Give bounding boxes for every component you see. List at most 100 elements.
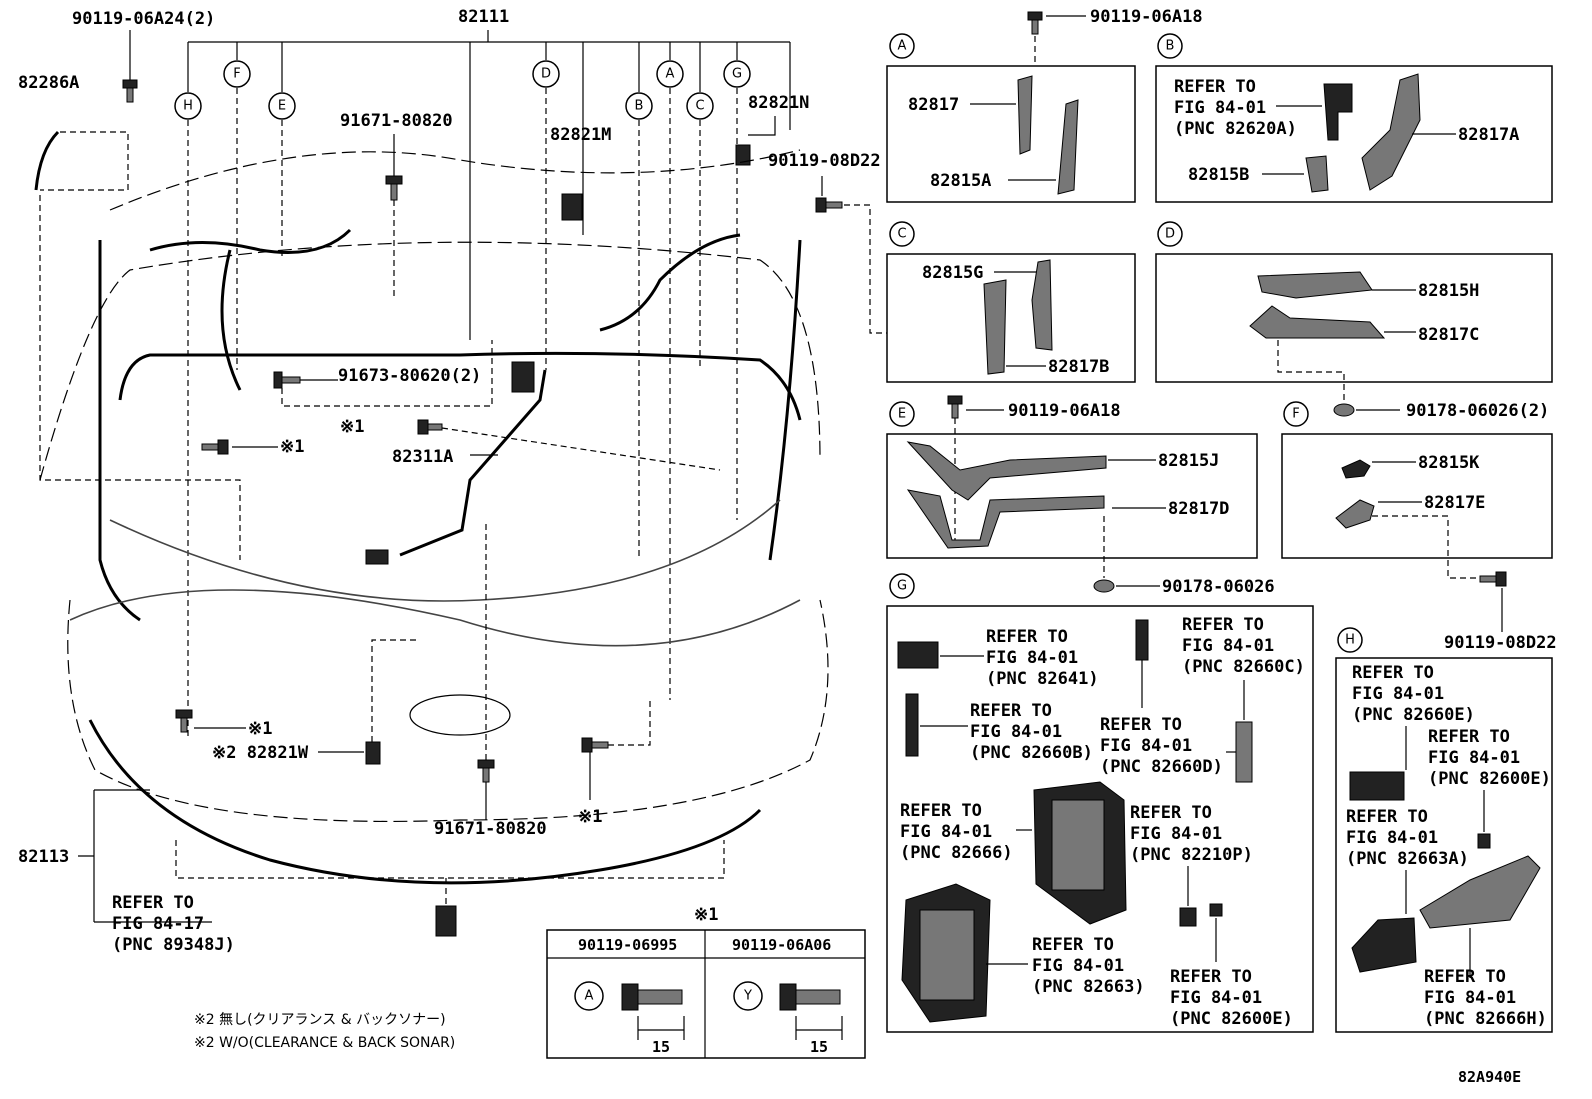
- svg-text:E: E: [898, 407, 906, 422]
- label-x1-c: ※1: [248, 719, 272, 739]
- callout-leaders: [187, 88, 738, 740]
- callout-F: F: [223, 60, 251, 88]
- svg-text:(PNC 82663): (PNC 82663): [1032, 977, 1145, 997]
- bumper-run: [69, 589, 801, 647]
- panel-G: G REFER TO FIG 84-01 (PNC 82641) REFER T…: [886, 573, 1314, 1033]
- svg-text:D: D: [1165, 227, 1175, 242]
- leader: [175, 840, 725, 879]
- svg-text:82817E: 82817E: [1424, 493, 1485, 513]
- svg-text:(PNC 82666): (PNC 82666): [900, 843, 1013, 863]
- harness-side-runs: [98, 239, 802, 622]
- svg-text:Y: Y: [743, 989, 752, 1004]
- connector: [511, 361, 535, 393]
- bracket-drops: [187, 42, 791, 340]
- refer-84-17-line2: FIG 84-17: [112, 914, 204, 934]
- svg-text:82815H: 82815H: [1418, 281, 1479, 301]
- svg-text:(PNC 82660E): (PNC 82660E): [1352, 705, 1475, 725]
- callout-G: G: [723, 60, 751, 88]
- svg-text:FIG 84-01: FIG 84-01: [1346, 828, 1438, 848]
- harness-82113: [88, 719, 762, 885]
- svg-text:REFER TO: REFER TO: [900, 801, 982, 821]
- bolt-icon: [122, 79, 138, 103]
- svg-text:82815K: 82815K: [1418, 453, 1480, 473]
- connector-82821N: [735, 144, 751, 166]
- svg-text:90119-06A18: 90119-06A18: [1090, 7, 1203, 27]
- figure-code: 82A940E: [1458, 1068, 1521, 1086]
- note-jp: ※2 無し(クリアランス & バックソナー): [194, 1012, 446, 1028]
- svg-text:G: G: [732, 67, 742, 82]
- harness-main-run: [118, 351, 802, 421]
- bolt-icon: [581, 737, 609, 753]
- bolt-90119-06A18-E: [947, 395, 963, 419]
- svg-text:82817D: 82817D: [1168, 499, 1229, 519]
- callout-H: H: [174, 92, 202, 120]
- svg-text:15: 15: [810, 1038, 828, 1056]
- connector-82821W: [365, 741, 381, 765]
- svg-text:82815G: 82815G: [922, 263, 983, 283]
- label-x1-a: ※1: [340, 417, 364, 437]
- svg-text:FIG 84-01: FIG 84-01: [1032, 956, 1124, 976]
- leader: [608, 700, 651, 746]
- bolt-icon: [815, 197, 843, 213]
- svg-text:82815A: 82815A: [930, 171, 991, 191]
- harness-mid-run: [109, 499, 781, 602]
- bolt-90119-08D22-F: 90119-08D22: [1444, 571, 1557, 653]
- main-harness-view: 82111 H F E D B A C G 90119-06A24(2) 822…: [18, 7, 990, 955]
- svg-text:90178-06026(2): 90178-06026(2): [1406, 401, 1549, 421]
- svg-text:G: G: [897, 579, 907, 594]
- svg-text:FIG 84-01: FIG 84-01: [1182, 636, 1274, 656]
- svg-text:FIG 84-01: FIG 84-01: [1352, 684, 1444, 704]
- label-82821M: 82821M: [550, 125, 611, 145]
- svg-text:A: A: [666, 67, 675, 82]
- svg-text:FIG 84-01: FIG 84-01: [1428, 748, 1520, 768]
- leader-82286A: [39, 131, 241, 560]
- svg-text:82815B: 82815B: [1188, 165, 1249, 185]
- svg-text:82817B: 82817B: [1048, 357, 1109, 377]
- bolt-icon: [477, 759, 495, 783]
- label-90119-06A24: 90119-06A24(2): [72, 9, 215, 29]
- panel-H: H REFER TO FIG 84-01 (PNC 82660E) REFER …: [1335, 627, 1553, 1033]
- svg-text:FIG 84-01: FIG 84-01: [1170, 988, 1262, 1008]
- svg-text:※1: ※1: [694, 905, 718, 925]
- callout-E: E: [268, 92, 296, 120]
- panel-F: F 82815K 82817E: [1281, 401, 1553, 579]
- connector-89348J: [435, 905, 457, 937]
- svg-text:(PNC 82666H): (PNC 82666H): [1424, 1009, 1547, 1029]
- svg-text:FIG 84-01: FIG 84-01: [986, 648, 1078, 668]
- leader: [371, 639, 420, 742]
- refer-84-17-line3: (PNC 89348J): [112, 935, 235, 955]
- svg-text:FIG 84-01: FIG 84-01: [1174, 98, 1266, 118]
- leader: [281, 340, 493, 407]
- note-en: ※2 W/O(CLEARANCE & BACK SONAR): [194, 1035, 455, 1051]
- svg-text:F: F: [233, 67, 240, 82]
- bolt-icon: [417, 419, 443, 435]
- bolt-icon: [385, 175, 403, 201]
- svg-text:REFER TO: REFER TO: [1170, 967, 1252, 987]
- svg-text:(PNC 82641): (PNC 82641): [986, 669, 1099, 689]
- svg-text:(PNC 82660D): (PNC 82660D): [1100, 757, 1223, 777]
- svg-text:(PNC 82620A): (PNC 82620A): [1174, 119, 1297, 139]
- panel-B: B REFER TO FIG 84-01 (PNC 82620A) 82817A…: [1155, 33, 1553, 203]
- svg-text:REFER TO: REFER TO: [1182, 615, 1264, 635]
- svg-text:REFER TO: REFER TO: [1428, 727, 1510, 747]
- label-90119-08D22-top: 90119-08D22: [768, 151, 881, 171]
- callout-B: B: [625, 92, 653, 120]
- svg-text:E: E: [278, 99, 286, 114]
- svg-text:C: C: [897, 227, 906, 242]
- svg-text:FIG 84-01: FIG 84-01: [1424, 988, 1516, 1008]
- svg-text:15: 15: [652, 1038, 670, 1056]
- label-82821N: 82821N: [748, 93, 809, 113]
- clip-90178-06026: 90178-06026: [1093, 577, 1275, 597]
- svg-text:REFER TO: REFER TO: [1130, 803, 1212, 823]
- svg-text:82817A: 82817A: [1458, 125, 1519, 145]
- svg-text:H: H: [1345, 633, 1355, 648]
- svg-text:(PNC 82660B): (PNC 82660B): [970, 743, 1093, 763]
- connector: [365, 549, 389, 565]
- leader: [748, 116, 776, 136]
- label-x1-b: ※1: [280, 437, 304, 457]
- svg-text:C: C: [695, 99, 704, 114]
- panel-D: D 82815H 82817C: [1155, 221, 1553, 400]
- svg-text:(PNC 82660C): (PNC 82660C): [1182, 657, 1305, 677]
- svg-text:(PNC 82600E): (PNC 82600E): [1428, 769, 1551, 789]
- svg-text:REFER TO: REFER TO: [970, 701, 1052, 721]
